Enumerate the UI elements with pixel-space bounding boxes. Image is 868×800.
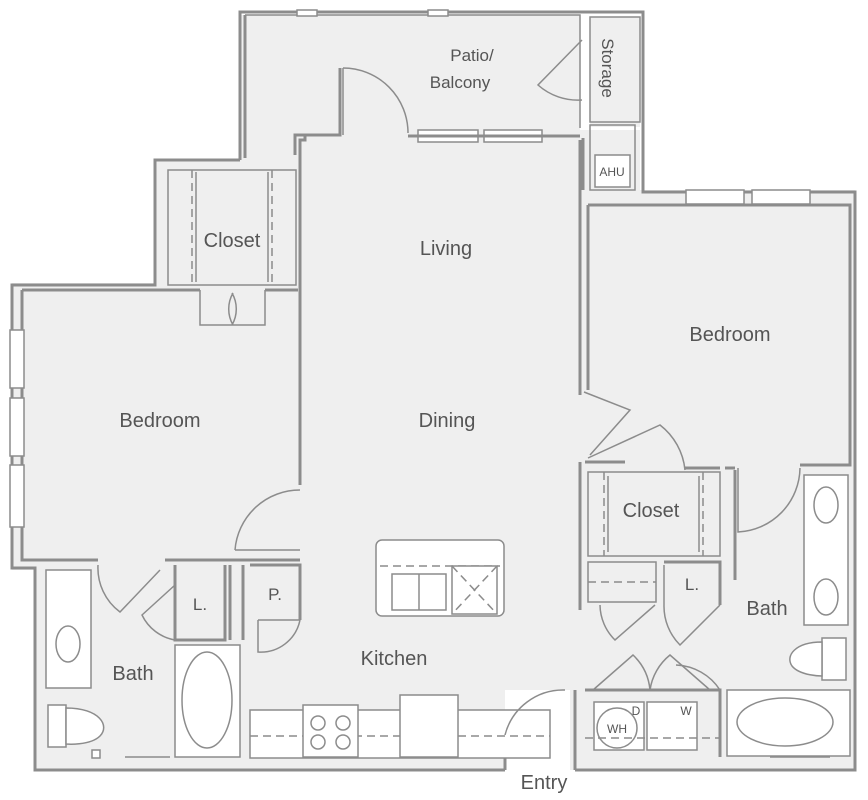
- bath-left-label: Bath: [112, 663, 153, 685]
- bath-right: [675, 474, 851, 758]
- living-label: Living: [420, 238, 472, 260]
- closet-right: [578, 462, 721, 610]
- ahu-closet: [581, 124, 636, 191]
- laundry: [585, 653, 722, 757]
- patio-label-line1: Patio/: [450, 46, 494, 65]
- bedroom-left: [9, 288, 300, 613]
- linen-right: [587, 470, 737, 647]
- washer-label: W: [680, 704, 692, 718]
- bath-left: [45, 569, 241, 759]
- closet-left: [167, 169, 297, 326]
- storage-room: [536, 16, 641, 123]
- pantry: [250, 563, 302, 653]
- linen-left: [141, 565, 245, 642]
- patio-label-line2: Balcony: [430, 73, 491, 92]
- patio-balcony: [243, 9, 581, 158]
- bedroom-right: [585, 189, 852, 533]
- entry-label: Entry: [521, 772, 568, 794]
- water-heater-label: WH: [607, 722, 627, 736]
- dryer-label: D: [632, 704, 641, 718]
- storage-label: Storage: [598, 38, 617, 98]
- kitchen: [249, 539, 566, 759]
- pantry-label: P.: [268, 585, 282, 604]
- bath-right-label: Bath: [746, 598, 787, 620]
- closet-right-label: Closet: [623, 500, 680, 522]
- bedroom-right-label: Bedroom: [689, 324, 770, 346]
- floor-fill: [12, 15, 855, 770]
- living-dining-walls: [234, 135, 632, 551]
- ahu-label: AHU: [599, 165, 624, 179]
- dining-label: Dining: [419, 410, 476, 432]
- linen-right-label: L.: [685, 575, 699, 594]
- closet-left-label: Closet: [204, 230, 261, 252]
- linen-left-label: L.: [193, 595, 207, 614]
- bedroom-left-label: Bedroom: [119, 410, 200, 432]
- kitchen-label: Kitchen: [361, 648, 428, 670]
